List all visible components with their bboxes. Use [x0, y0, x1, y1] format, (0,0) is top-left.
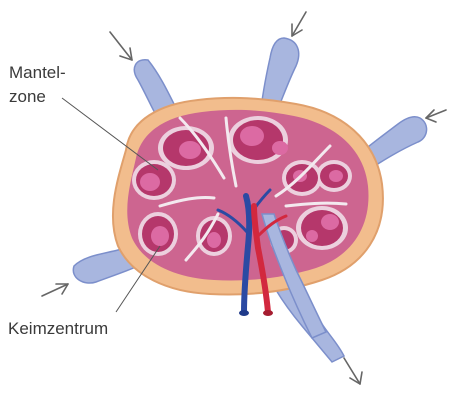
arrow-top-left-icon: [110, 32, 132, 60]
arrow-right-icon: [426, 110, 446, 122]
arrow-bottom-right-icon: [344, 358, 362, 384]
arrow-top-center-icon: [292, 12, 306, 36]
mantelzone-label-line1: Mantel-: [9, 62, 66, 83]
keimzentrum-label: Keimzentrum: [8, 318, 108, 339]
vein-cut-end: [239, 310, 249, 316]
artery-cut-end: [263, 310, 273, 316]
mantelzone-label-line2: zone: [9, 86, 46, 107]
arrow-left-icon: [42, 284, 68, 296]
